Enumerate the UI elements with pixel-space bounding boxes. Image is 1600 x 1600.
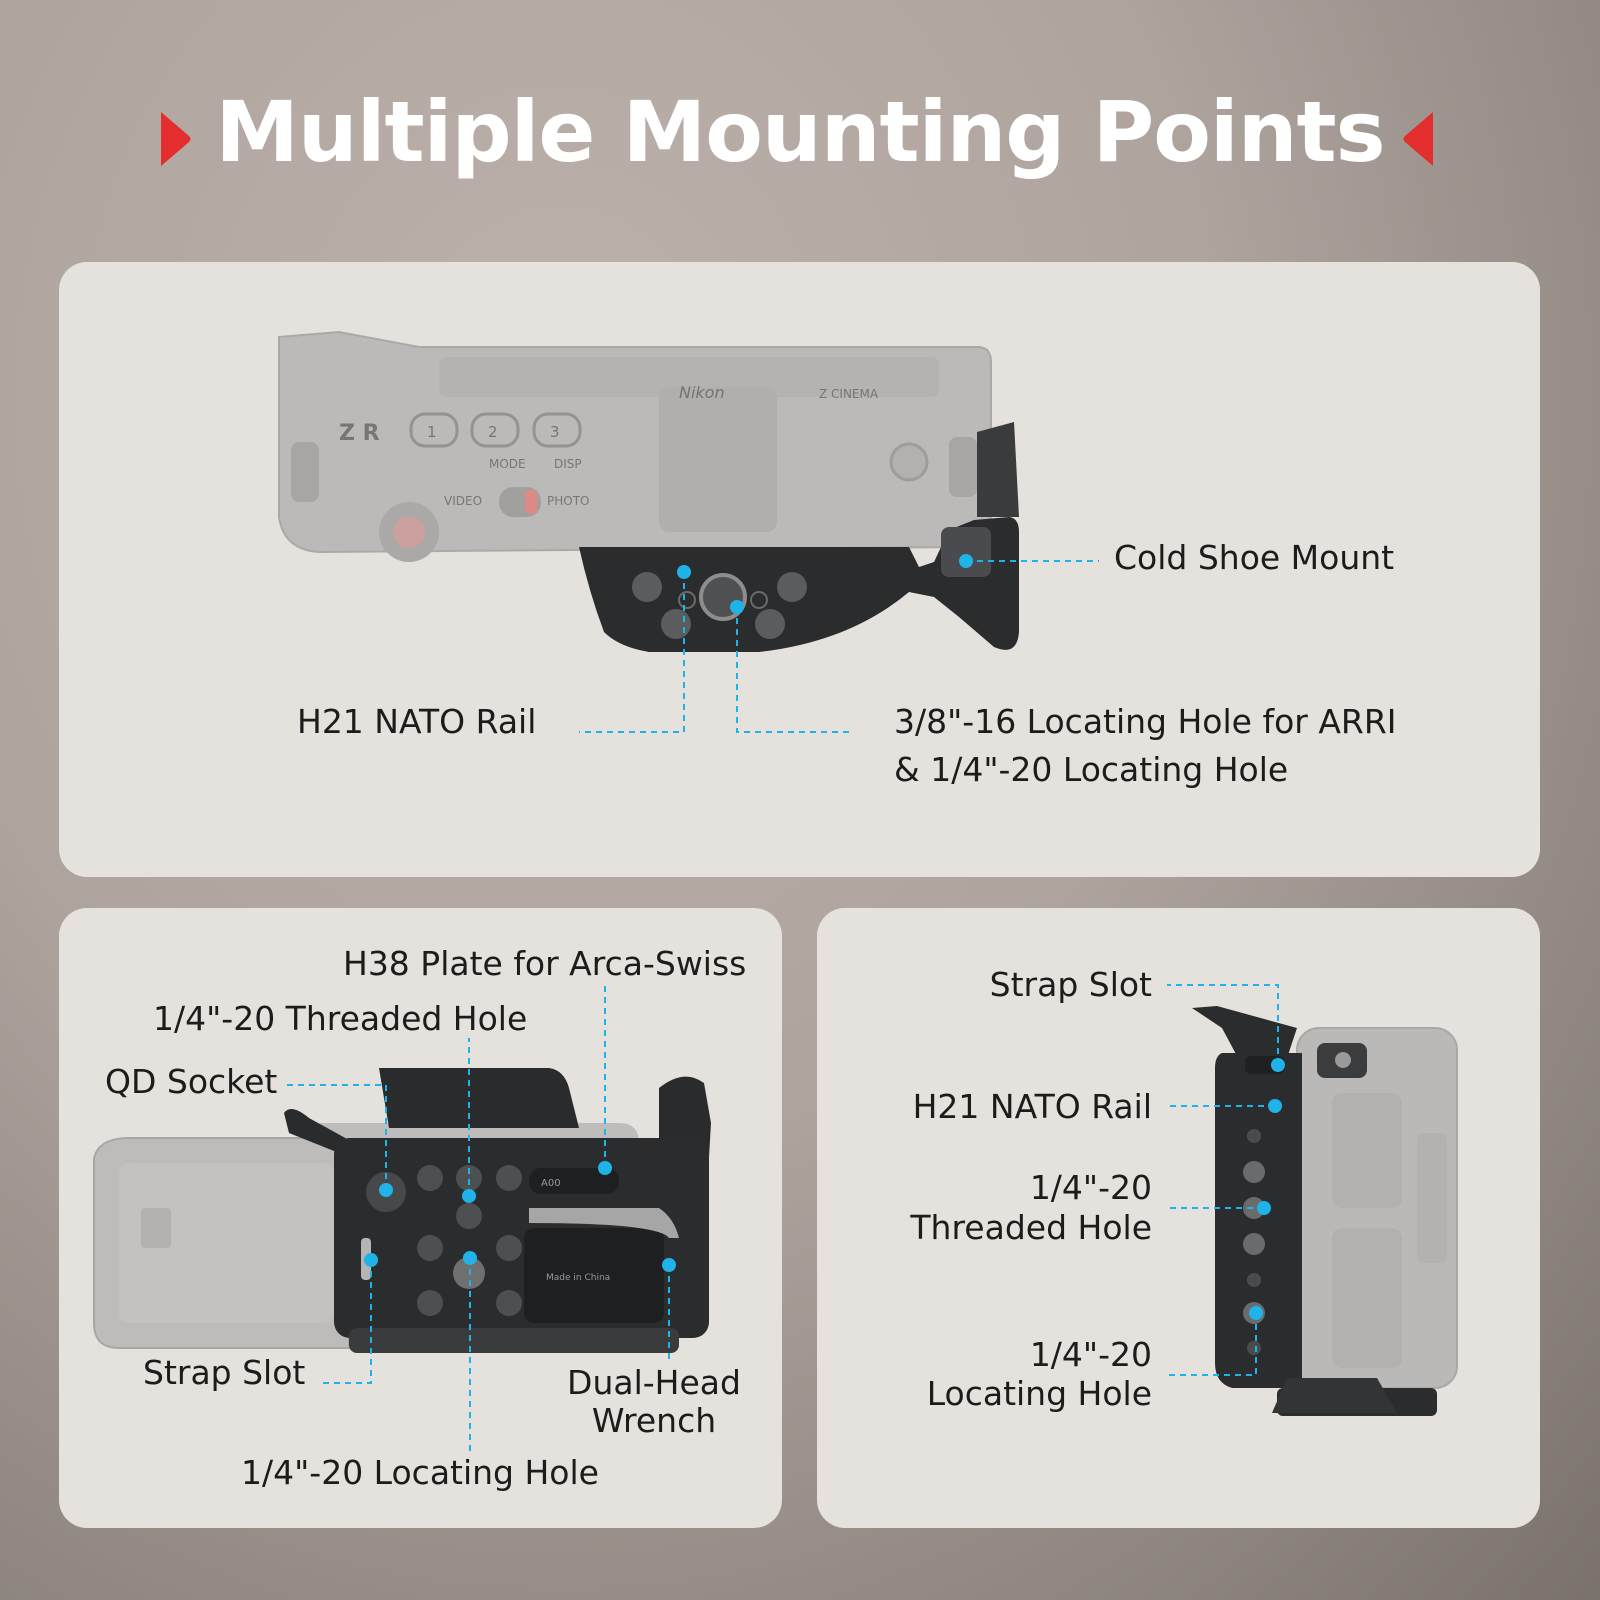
locating-hole-marker	[730, 600, 744, 614]
right-arrow-icon	[1403, 112, 1433, 166]
bottom-left-panel: A00 Made in China H38 Plate for Arca-Swi…	[59, 908, 782, 1528]
wrench-label-1: Dual-Head	[567, 1363, 741, 1402]
nato-rail-label: H21 NATO Rail	[297, 702, 537, 741]
cam-photo: PHOTO	[547, 494, 589, 508]
h38-label: H38 Plate for Arca-Swiss	[343, 944, 747, 983]
cage-side-view: A00 Made in China	[93, 983, 711, 1453]
right-locating-marker	[1249, 1306, 1263, 1320]
locating-hole-label-2: & 1/4"-20 Locating Hole	[894, 750, 1289, 789]
cam-mode: MODE	[489, 457, 526, 471]
right-nato-label: H21 NATO Rail	[912, 1087, 1152, 1126]
right-locating-label-2: Locating Hole	[926, 1374, 1152, 1413]
camera-top-view: 1 2 3 MODE DISP PHOTO VIDEO Nikon Z CINE…	[278, 330, 1099, 733]
top-panel: 1 2 3 MODE DISP PHOTO VIDEO Nikon Z CINE…	[59, 262, 1540, 877]
cam-model: Z CINEMA	[819, 387, 879, 401]
right-nato-marker	[1268, 1099, 1282, 1113]
cam-btn-2: 2	[488, 423, 498, 441]
cam-brand: Nikon	[679, 383, 725, 402]
bottom-right-panel: Strap Slot H21 NATO Rail 1/4"-20 Threade…	[817, 908, 1540, 1528]
right-locating-label-1: 1/4"-20	[1029, 1335, 1152, 1374]
cam-btn-3: 3	[550, 423, 560, 441]
right-threaded-label-2: Threaded Hole	[910, 1208, 1152, 1247]
cold-shoe-marker	[959, 554, 973, 568]
locating-marker	[463, 1251, 477, 1265]
cam-zr: Z R	[339, 421, 380, 446]
right-threaded-marker	[1257, 1201, 1271, 1215]
qd-label: QD Socket	[105, 1062, 278, 1101]
plate-text-a00: A00	[541, 1178, 561, 1189]
strap-label: Strap Slot	[143, 1353, 306, 1392]
threaded-label: 1/4"-20 Threaded Hole	[153, 999, 528, 1038]
cold-shoe-label: Cold Shoe Mount	[1114, 538, 1395, 577]
wrench-marker	[662, 1258, 676, 1272]
cage-end-view	[1167, 984, 1458, 1416]
cam-disp: DISP	[554, 457, 582, 471]
threaded-marker	[462, 1189, 476, 1203]
right-strap-marker	[1271, 1058, 1285, 1072]
cam-btn-1: 1	[427, 423, 437, 441]
locating-label: 1/4"-20 Locating Hole	[241, 1453, 599, 1492]
page-title: Multiple Mounting Points	[215, 83, 1385, 181]
nato-rail-marker	[677, 565, 691, 579]
strap-marker	[364, 1253, 378, 1267]
left-arrow-icon	[161, 112, 191, 166]
cam-video: VIDEO	[444, 494, 482, 508]
qd-marker	[379, 1183, 393, 1197]
right-strap-label: Strap Slot	[989, 965, 1152, 1004]
plate-text-made: Made in China	[546, 1273, 610, 1283]
h38-marker	[598, 1161, 612, 1175]
wrench-label-2: Wrench	[591, 1401, 717, 1440]
locating-hole-label-1: 3/8"-16 Locating Hole for ARRI	[894, 702, 1397, 741]
right-threaded-label-1: 1/4"-20	[1029, 1168, 1152, 1207]
